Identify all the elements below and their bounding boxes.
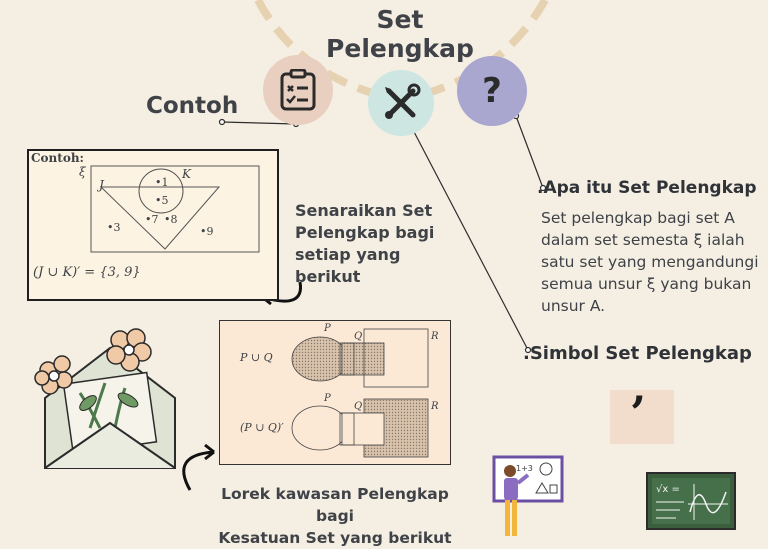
arrow-to-example2 (182, 450, 215, 491)
row1-label: P ∪ Q (240, 351, 273, 364)
symbol-connector (411, 127, 529, 351)
flower-2 (106, 328, 152, 372)
example2-instruction-line1: Lorek kawasan Pelengkap bagi (221, 485, 449, 525)
set-r-label-2: R (431, 401, 439, 412)
contoh-connector (221, 121, 297, 125)
universal-symbol: ξ (79, 165, 86, 179)
element-8: •8 (164, 213, 178, 226)
element-7: •7 (145, 213, 159, 226)
set-p-label-1: P (324, 323, 331, 334)
venn-diagram-2 (291, 328, 429, 458)
set-q-label-2: Q (354, 401, 363, 412)
definition-text: Set pelengkap bagi set A dalam set semes… (541, 209, 759, 315)
element-3: •3 (107, 221, 121, 234)
example1-box: Contoh: ξ J K •1 •5 •7 •8 •3 •9 (J ∪ K)′… (27, 149, 279, 301)
example1-instruction: Senaraikan Set Pelengkap bagi setiap yan… (295, 201, 435, 286)
clipboard-checklist-icon (280, 69, 316, 111)
definition-heading: .Apa itu Set Pelengkap (537, 178, 757, 198)
tools-circle (368, 70, 434, 136)
svg-text:√x =: √x = (656, 484, 680, 495)
symbol-heading: .Simbol Set Pelengkap (523, 343, 752, 364)
symbol-box: ’ (610, 386, 674, 444)
row2-label: (P ∪ Q)′ (240, 421, 284, 434)
example2-instruction: Lorek kawasan Pelengkap bagi Kesatuan Se… (200, 483, 470, 549)
svg-text:1+3: 1+3 (516, 464, 533, 473)
question-circle: ? (457, 56, 527, 126)
checklist-circle (263, 55, 333, 125)
example2-instruction-line2: Kesatuan Set yang berikut (218, 529, 452, 547)
teacher-whiteboard-illustration: 1+3 (492, 455, 564, 536)
element-5: •5 (155, 194, 169, 207)
element-9: •9 (200, 225, 214, 238)
set-p-label-2: P (324, 393, 331, 404)
question-mark-icon: ? (482, 71, 502, 111)
example1-title: Contoh: (31, 151, 84, 165)
set-q-label-1: Q (354, 331, 363, 342)
page-title: Set Pelengkap (326, 5, 474, 63)
symbol-glyph: ’ (630, 386, 647, 440)
definition-connector (515, 115, 544, 189)
set-r-label-1: R (431, 331, 439, 342)
flower-1 (34, 355, 73, 395)
set-j-label: J (99, 178, 104, 192)
contoh-label: Contoh (146, 93, 239, 119)
example2-box: P ∪ Q (P ∪ Q)′ P Q R P Q R (219, 320, 451, 465)
venn-diagram-1 (90, 165, 260, 253)
wrench-screwdriver-icon (385, 83, 421, 119)
element-1: •1 (155, 176, 169, 189)
example1-answer: (J ∪ K)′ = {3, 9} (33, 265, 141, 280)
set-k-label: K (182, 167, 191, 181)
envelope-flowers-illustration (34, 328, 176, 469)
math-chalkboard-illustration: √x = (646, 472, 736, 530)
